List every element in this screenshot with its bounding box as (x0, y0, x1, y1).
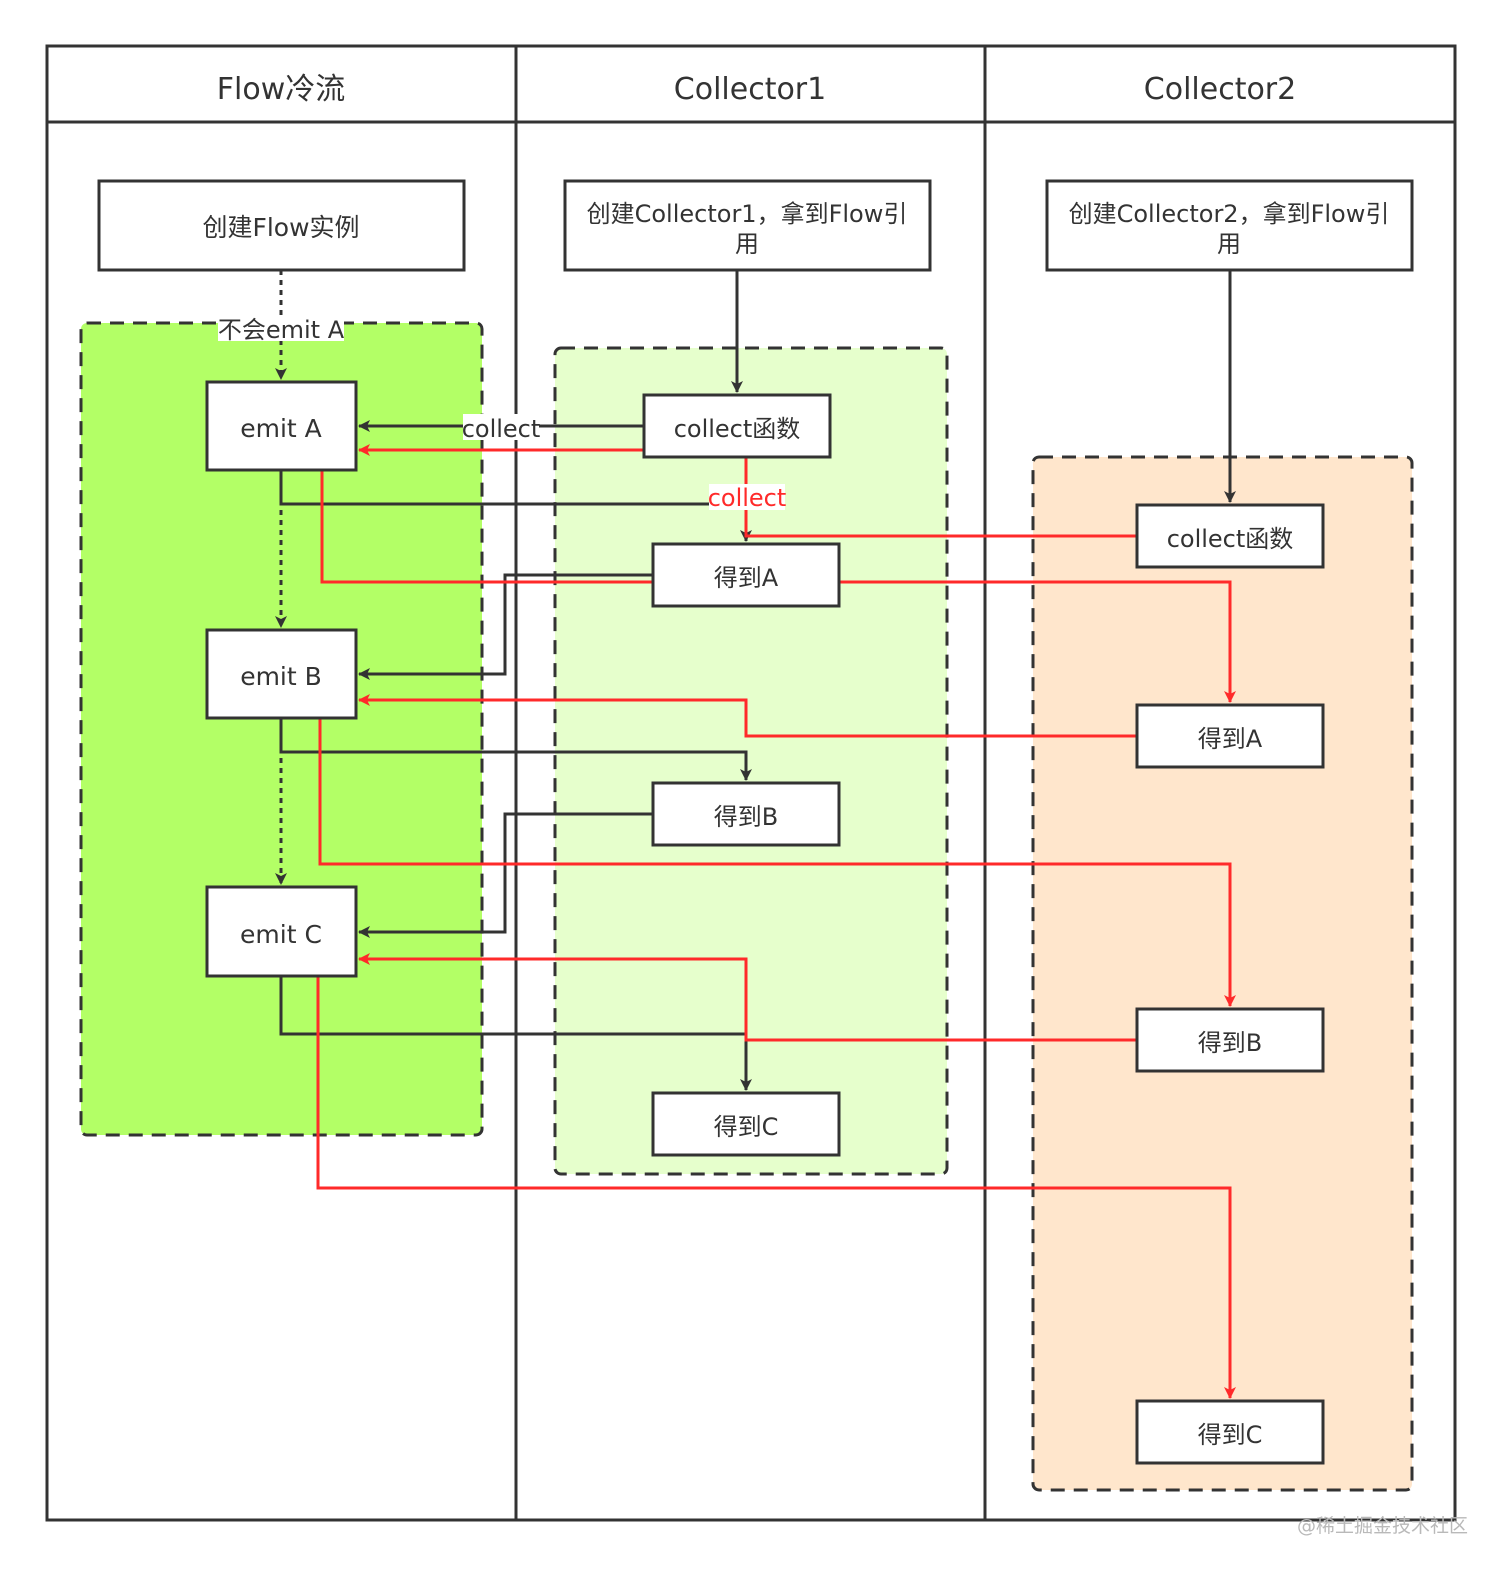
node-c2-got-a: 得到A (1135, 703, 1325, 769)
edge-label-collect-black: collect (462, 415, 541, 443)
node-c1-got-b: 得到B (651, 781, 841, 847)
node-c2-got-c: 得到C (1135, 1399, 1325, 1465)
lane-header-collector1: Collector1 (674, 72, 826, 107)
node-create-collector2-line1: 创建Collector2，拿到Flow引 (1069, 200, 1390, 228)
swimlane-frame (45, 44, 1457, 1522)
node-emit-a: emit A (205, 380, 358, 472)
node-create-collector1-line2: 用 (735, 230, 759, 258)
node-c1-got-c: 得到C (651, 1091, 841, 1157)
edge-label-collect-red: collect (708, 484, 787, 512)
node-c2-got-c-label: 得到C (1198, 1421, 1263, 1449)
node-c1-got-a: 得到A (651, 542, 841, 608)
collector2-group (1031, 455, 1414, 1492)
node-c1-collect-fn-label: collect函数 (674, 415, 801, 443)
node-emit-b-label: emit B (240, 662, 322, 691)
watermark: @稀土掘金技术社区 (1296, 1515, 1468, 1537)
lane-header-flow: Flow冷流 (217, 72, 345, 107)
lane-header-collector2: Collector2 (1144, 72, 1296, 107)
node-c2-collect-fn: collect函数 (1135, 503, 1325, 569)
node-emit-c: emit C (205, 885, 358, 978)
node-create-collector2: 创建Collector2，拿到Flow引 用 (1045, 179, 1414, 272)
collector1-group (553, 346, 949, 1176)
node-create-collector1-line1: 创建Collector1，拿到Flow引 (587, 200, 908, 228)
node-create-collector1: 创建Collector1，拿到Flow引 用 (563, 179, 932, 272)
edge-label-no-emit: 不会emit A (218, 316, 345, 344)
node-c2-collect-fn-label: collect函数 (1167, 525, 1294, 553)
node-emit-a-label: emit A (240, 414, 322, 443)
node-c2-got-a-label: 得到A (1198, 725, 1263, 753)
node-c1-collect-fn: collect函数 (642, 393, 832, 459)
node-c1-got-b-label: 得到B (714, 803, 778, 831)
node-c2-got-b: 得到B (1135, 1007, 1325, 1073)
node-create-flow-label: 创建Flow实例 (202, 213, 359, 242)
node-emit-c-label: emit C (240, 920, 322, 949)
label-bg-collect-black (463, 414, 539, 440)
node-create-flow: 创建Flow实例 (97, 179, 466, 272)
node-emit-b: emit B (205, 628, 358, 720)
node-create-collector2-line2: 用 (1217, 230, 1241, 258)
node-c1-got-a-label: 得到A (714, 564, 779, 592)
node-c1-got-c-label: 得到C (714, 1113, 779, 1141)
label-bg-collect-red (709, 484, 785, 510)
label-bg-no-emit (218, 315, 344, 341)
node-c2-got-b-label: 得到B (1198, 1029, 1262, 1057)
